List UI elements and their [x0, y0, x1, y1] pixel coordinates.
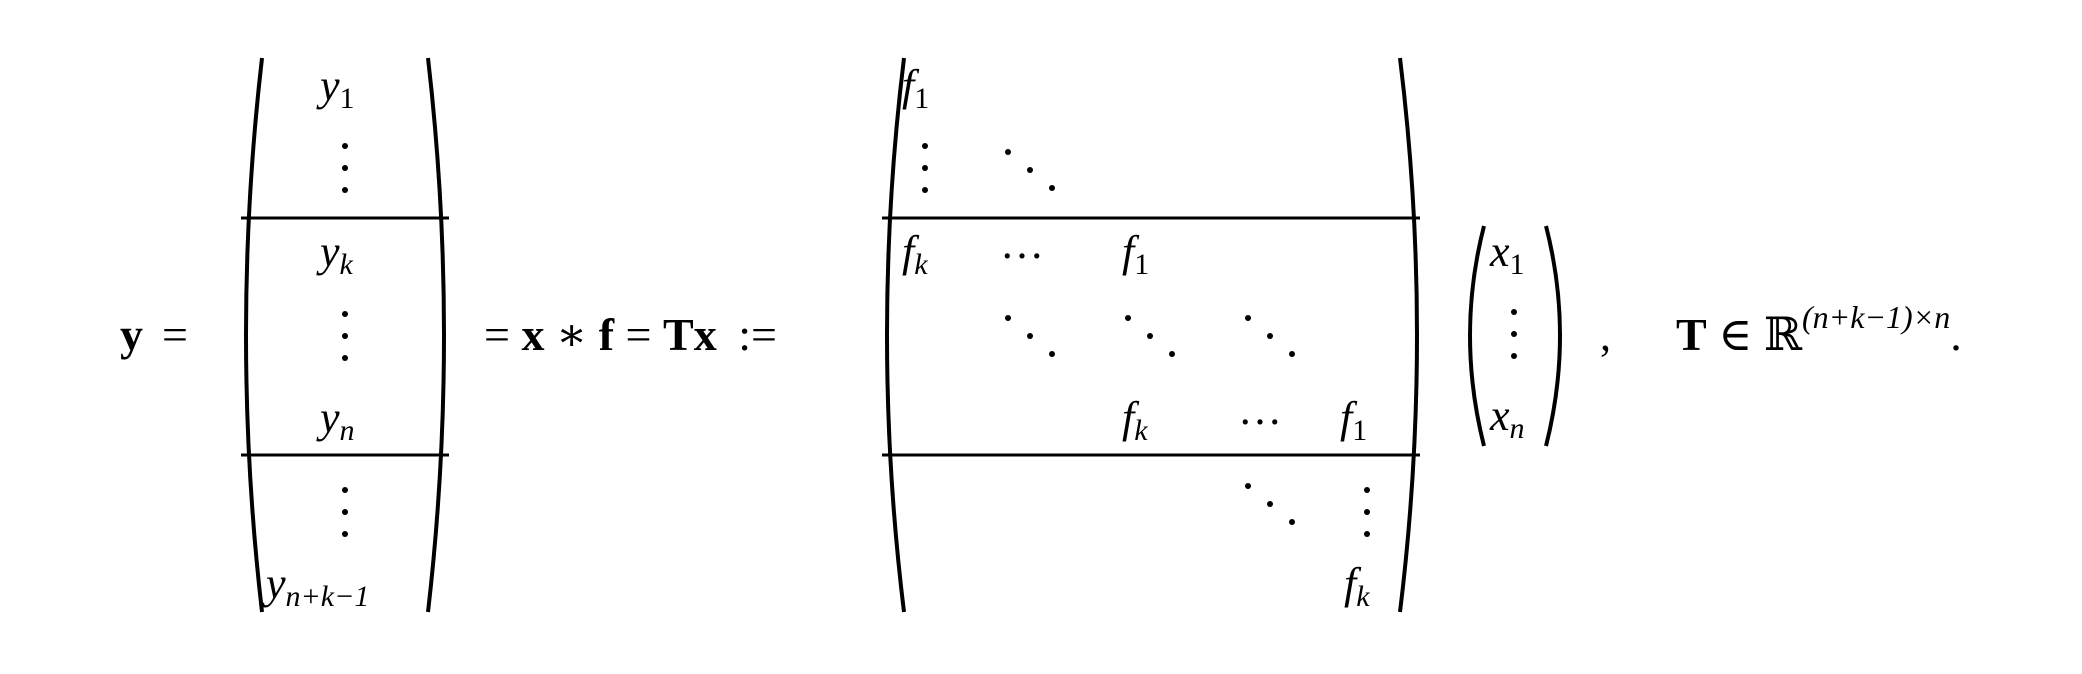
lhs-y: y	[120, 309, 143, 360]
matrix-entry-fk: fk	[1344, 559, 1370, 613]
matrix-entry-f1: f1	[1340, 393, 1367, 447]
ddots-icon	[1245, 315, 1295, 357]
y-1-entry: y1	[316, 61, 355, 115]
matrix-left-paren	[885, 57, 906, 613]
vdots-icon	[342, 487, 348, 537]
vdots-icon	[1364, 487, 1370, 537]
y-vector: y1 yk yn yn+k−1	[241, 57, 449, 613]
ddots-icon	[1125, 315, 1175, 357]
y-n-entry: yn	[316, 393, 355, 447]
matrix-domain: T ∈ ℝ(n+k−1)×n.	[1676, 299, 1962, 360]
vdots-icon	[342, 311, 348, 361]
x-n-entry: xn	[1489, 391, 1525, 445]
matrix-right-paren	[1398, 57, 1419, 613]
matrix-entry-f1: f1	[902, 61, 929, 115]
convolution-definition: = x ∗ f = Tx :=	[484, 309, 777, 360]
ddots-icon	[1005, 149, 1055, 191]
hdots-icon: …	[1238, 385, 1282, 434]
y-vector-right-paren	[426, 57, 446, 613]
equals-sign: =	[162, 309, 188, 360]
x-vector: x1 xn	[1468, 225, 1562, 447]
ddots-icon	[1005, 315, 1055, 357]
toeplitz-matrix: f1 fk … f1 fk … f1	[882, 57, 1420, 613]
hdots-icon: …	[1000, 219, 1044, 268]
x-vector-left-paren	[1468, 225, 1486, 447]
vdots-icon	[342, 143, 348, 193]
x-1-entry: x1	[1489, 227, 1525, 281]
ddots-icon	[1245, 483, 1295, 525]
vdots-icon	[922, 143, 928, 193]
matrix-entry-fk: fk	[1122, 393, 1148, 447]
y-k-entry: yk	[316, 227, 354, 281]
x-vector-right-paren	[1544, 225, 1562, 447]
matrix-entry-f1: f1	[1122, 227, 1149, 281]
y-n-plus-k-minus-1-entry: yn+k−1	[262, 559, 369, 613]
matrix-entry-fk: fk	[902, 227, 928, 281]
vdots-icon	[1511, 309, 1517, 359]
y-vector-left-paren	[244, 57, 264, 613]
comma: ,	[1600, 311, 1611, 360]
